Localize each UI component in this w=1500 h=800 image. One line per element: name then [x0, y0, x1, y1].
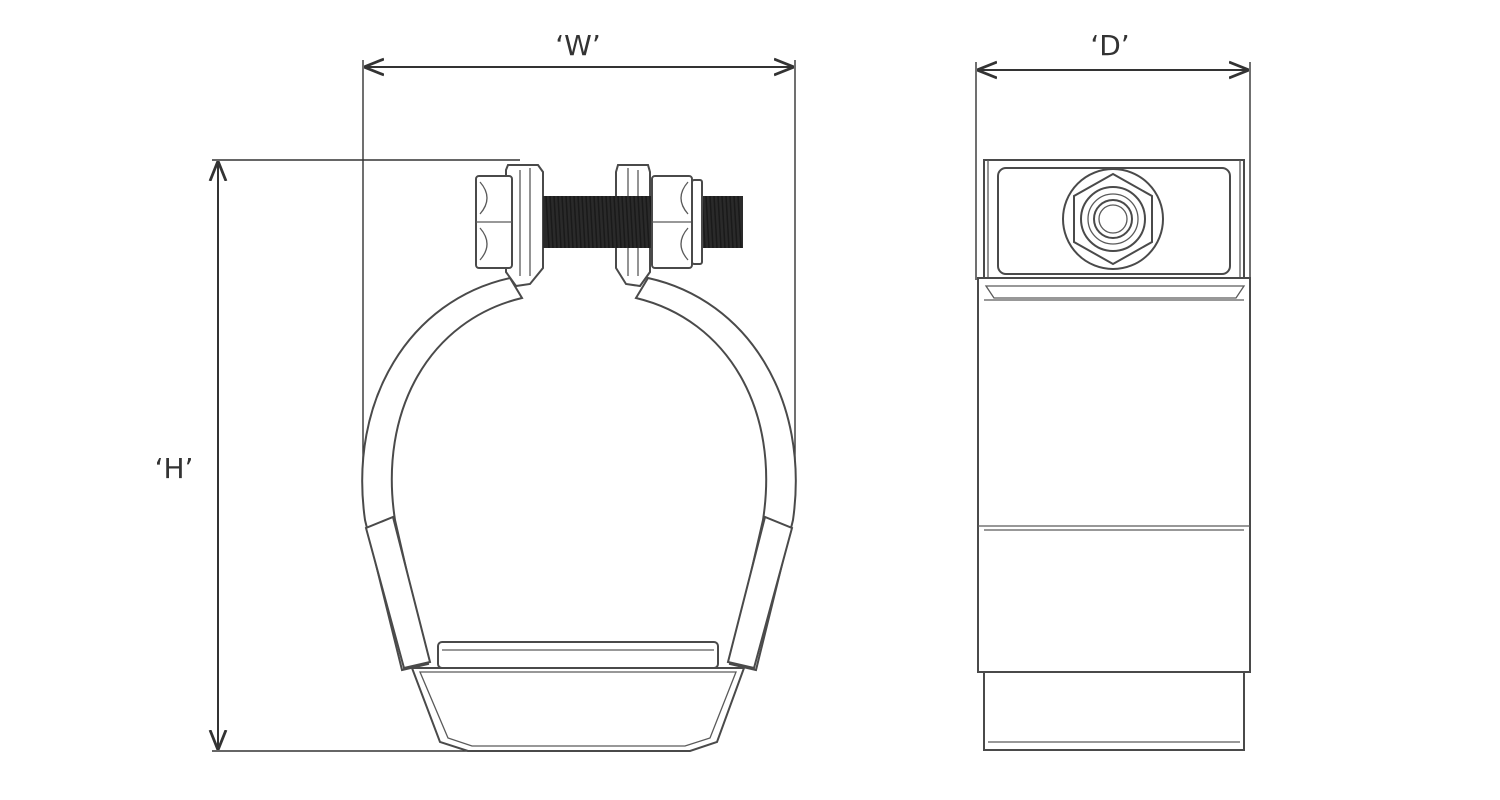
- width-dimension: ‘W’: [362, 29, 796, 460]
- depth-label: ‘D’: [1090, 29, 1129, 62]
- u-strap: [361, 276, 797, 672]
- width-label: ‘W’: [555, 29, 601, 62]
- height-label: ‘H’: [155, 452, 194, 485]
- saddle-pad: [437, 641, 719, 669]
- side-upper-band: [977, 277, 1251, 673]
- left-lug: [505, 164, 544, 288]
- side-saddle: [983, 671, 1245, 751]
- front-view: [361, 164, 797, 752]
- side-view: [977, 159, 1251, 751]
- depth-dimension: ‘D’: [975, 29, 1251, 280]
- bolt-head: [475, 175, 513, 269]
- height-dimension: ‘H’: [155, 159, 520, 752]
- saddle: [410, 641, 746, 752]
- bolt-thread: [543, 195, 743, 249]
- nut: [651, 175, 703, 269]
- nut-end-view: [1062, 168, 1164, 270]
